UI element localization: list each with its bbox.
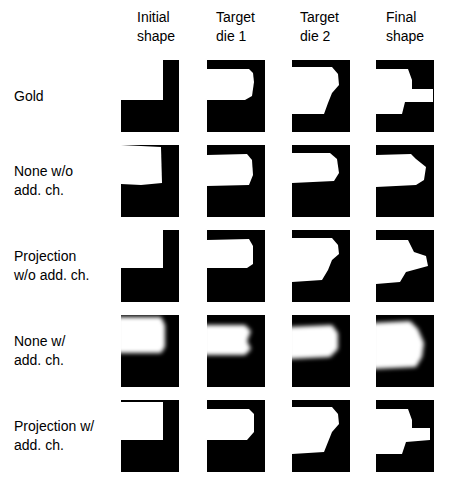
shape-image bbox=[292, 60, 350, 132]
column-header: Final shape bbox=[386, 8, 442, 46]
shape-image bbox=[121, 400, 179, 472]
shape-image bbox=[376, 400, 434, 472]
row-label: Projection w/o add. ch. bbox=[14, 247, 96, 285]
row-label: Gold bbox=[14, 87, 114, 106]
column-header: Target die 2 bbox=[300, 8, 356, 46]
shape-image bbox=[376, 230, 434, 302]
column-header: Initial shape bbox=[137, 8, 193, 46]
shape-image bbox=[372, 315, 434, 387]
row-label: None w/ add. ch. bbox=[14, 332, 96, 370]
shape-image bbox=[292, 230, 350, 302]
shape-image bbox=[376, 60, 434, 132]
shape-image bbox=[207, 145, 265, 217]
shape-image bbox=[121, 60, 179, 132]
shape-image bbox=[376, 145, 434, 217]
shape-image bbox=[207, 230, 265, 302]
shape-image bbox=[121, 230, 179, 302]
shape-image bbox=[292, 400, 350, 472]
row-label: None w/o add. ch. bbox=[14, 162, 84, 200]
shape-image bbox=[203, 315, 265, 387]
column-header: Target die 1 bbox=[216, 8, 272, 46]
shape-image bbox=[117, 315, 179, 387]
shape-image bbox=[121, 145, 179, 217]
shape-image bbox=[207, 400, 265, 472]
shape-image bbox=[207, 60, 265, 132]
shape-image bbox=[288, 315, 350, 387]
row-label: Projection w/ add. ch. bbox=[14, 417, 114, 455]
shape-image bbox=[292, 145, 350, 217]
